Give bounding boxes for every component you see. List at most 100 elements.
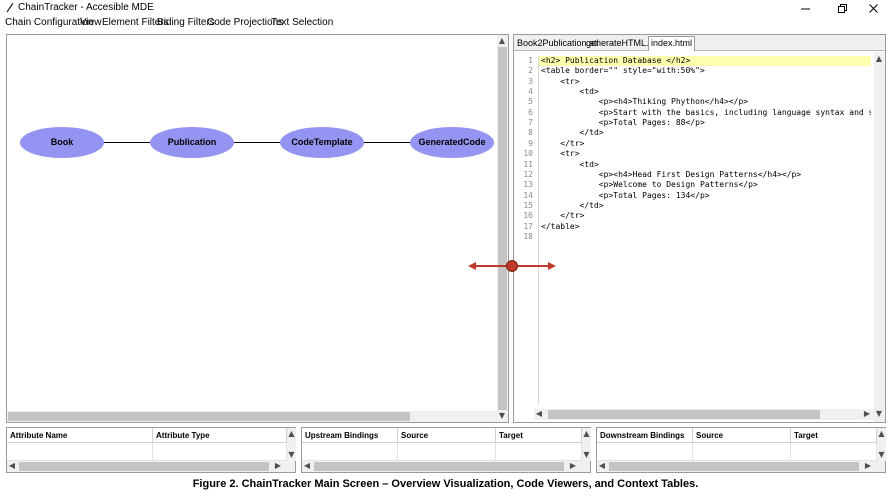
table-cell: [496, 443, 582, 461]
scroll-right-icon[interactable]: ▶: [274, 461, 282, 470]
scroll-up-icon[interactable]: ▲: [878, 429, 885, 438]
graph-node-publication[interactable]: Publication: [150, 127, 234, 158]
graph-edge: [364, 142, 410, 143]
line-number: 4: [528, 87, 533, 97]
line-number: 7: [528, 118, 533, 128]
downstream-bindings-table[interactable]: Downstream Bindings Source Target ▲ ▼ ◀ …: [596, 427, 886, 473]
column-target[interactable]: Target: [496, 428, 582, 443]
line-number: 15: [523, 200, 533, 210]
scroll-up-icon[interactable]: ▲: [288, 429, 295, 438]
menu-code-projections[interactable]: Code Projections: [207, 17, 284, 28]
overview-horizontal-scrollbar[interactable]: [7, 411, 497, 422]
scroll-left-icon[interactable]: ◀: [598, 461, 606, 470]
code-line[interactable]: <td>: [541, 87, 599, 97]
figure-caption: Figure 2. ChainTracker Main Screen – Ove…: [192, 478, 699, 490]
code-line[interactable]: <td>: [541, 159, 599, 169]
column-target[interactable]: Target: [791, 428, 877, 443]
code-line[interactable]: </tr>: [541, 211, 585, 221]
upstream-horizontal-scrollbar[interactable]: ◀ ▶: [302, 461, 590, 472]
restore-icon: [838, 4, 847, 13]
downstream-horizontal-scrollbar[interactable]: ◀ ▶: [597, 461, 885, 472]
code-line[interactable]: </td>: [541, 200, 604, 210]
scroll-left-icon[interactable]: ◀: [303, 461, 311, 470]
scroll-down-icon[interactable]: ▼: [875, 409, 883, 418]
scroll-left-icon[interactable]: ◀: [8, 461, 16, 470]
graph-node-generatedcode[interactable]: GeneratedCode: [410, 127, 494, 158]
upstream-vertical-scrollbar[interactable]: ▲ ▼: [582, 428, 591, 461]
column-attribute-type[interactable]: Attribute Type: [153, 428, 287, 443]
scroll-up-icon[interactable]: ▲: [498, 36, 506, 45]
scroll-left-icon[interactable]: ◀: [535, 409, 543, 418]
code-line[interactable]: <p>Start with the basics, including lang…: [541, 107, 871, 117]
overview-vertical-scrollbar[interactable]: ▲ ▼: [497, 35, 508, 422]
scroll-right-icon[interactable]: ▶: [569, 461, 577, 470]
scroll-thumb[interactable]: [498, 47, 507, 410]
code-line[interactable]: <p>Total Pages: 134</p>: [541, 190, 710, 200]
minimize-button[interactable]: [792, 1, 820, 15]
graph-node-codetemplate[interactable]: CodeTemplate: [280, 127, 364, 158]
resize-handle-icon[interactable]: [466, 255, 558, 277]
line-number: 13: [523, 180, 533, 190]
line-number: 10: [523, 149, 533, 159]
menu-view[interactable]: View: [80, 17, 102, 28]
attributes-table[interactable]: Attribute Name Attribute Type ▲ ▼ ◀ ▶: [6, 427, 296, 473]
tab-index-html[interactable]: index.html: [648, 36, 696, 51]
column-source[interactable]: Source: [398, 428, 496, 443]
line-number: 14: [523, 190, 533, 200]
scroll-thumb[interactable]: [609, 462, 859, 471]
column-downstream-bindings[interactable]: Downstream Bindings: [597, 428, 693, 443]
code-line[interactable]: <table border="" style="with:50%">: [541, 66, 705, 76]
scroll-down-icon[interactable]: ▼: [583, 450, 590, 459]
code-line[interactable]: <p><h4>Head First Design Patterns</h4></…: [541, 169, 802, 179]
table-cell: [7, 443, 153, 461]
code-line[interactable]: </td>: [541, 128, 604, 138]
attributes-horizontal-scrollbar[interactable]: ◀ ▶: [7, 461, 295, 472]
code-vertical-scrollbar[interactable]: ▲ ▼: [874, 52, 885, 422]
code-line[interactable]: <p>Total Pages: 88</p>: [541, 118, 705, 128]
line-number: 6: [528, 107, 533, 117]
code-line[interactable]: <p><h4>Thiking Phython</h4></p>: [541, 97, 749, 107]
table-cell: [302, 443, 398, 461]
scroll-right-icon[interactable]: ▶: [863, 409, 871, 418]
menu-element-filters[interactable]: Element Filters: [102, 17, 169, 28]
attributes-vertical-scrollbar[interactable]: ▲ ▼: [287, 428, 296, 461]
table-cell: [153, 443, 287, 461]
menu-text-selection[interactable]: Text Selection: [271, 17, 334, 28]
scroll-thumb[interactable]: [548, 410, 820, 419]
column-source[interactable]: Source: [693, 428, 791, 443]
code-horizontal-scrollbar[interactable]: ◀ ▶: [534, 409, 874, 420]
line-number: 2: [528, 66, 533, 76]
overview-visualization-pane[interactable]: ▲ ▼: [6, 34, 509, 423]
maximize-button[interactable]: [829, 1, 857, 15]
code-line[interactable]: </table>: [541, 221, 580, 231]
menu-biding-filters[interactable]: Biding Filters: [157, 17, 215, 28]
column-upstream-bindings[interactable]: Upstream Bindings: [302, 428, 398, 443]
upstream-bindings-table[interactable]: Upstream Bindings Source Target ▲ ▼ ◀ ▶: [301, 427, 591, 473]
close-button[interactable]: [860, 1, 888, 15]
tab-generatehtml[interactable]: generateHTML.mtl: [586, 38, 661, 48]
scroll-thumb[interactable]: [8, 412, 410, 421]
resize-arrow-left: [468, 262, 476, 270]
code-line[interactable]: <tr>: [541, 149, 580, 159]
downstream-vertical-scrollbar[interactable]: ▲ ▼: [877, 428, 886, 461]
line-number: 1: [528, 56, 533, 65]
scroll-up-icon[interactable]: ▲: [583, 429, 590, 438]
scroll-up-icon[interactable]: ▲: [875, 54, 883, 63]
scroll-thumb[interactable]: [314, 462, 564, 471]
line-number: 8: [528, 128, 533, 138]
tab-book2publication[interactable]: Book2Publication.atl: [517, 38, 599, 48]
code-line[interactable]: [539, 232, 871, 242]
code-line[interactable]: </tr>: [541, 138, 585, 148]
scroll-thumb[interactable]: [19, 462, 269, 471]
code-line[interactable]: <h2> Publication Database </h2>: [539, 56, 871, 66]
graph-node-book[interactable]: Book: [20, 127, 104, 158]
scroll-down-icon[interactable]: ▼: [288, 450, 295, 459]
scroll-right-icon[interactable]: ▶: [864, 461, 872, 470]
menu-chain-configuration[interactable]: Chain Configuration: [5, 17, 94, 28]
scroll-down-icon[interactable]: ▼: [878, 450, 885, 459]
scroll-down-icon[interactable]: ▼: [498, 411, 506, 420]
code-line[interactable]: <tr>: [541, 76, 580, 86]
code-line[interactable]: <p>Welcome to Design Patterns</p>: [541, 180, 758, 190]
column-attribute-name[interactable]: Attribute Name: [7, 428, 153, 443]
